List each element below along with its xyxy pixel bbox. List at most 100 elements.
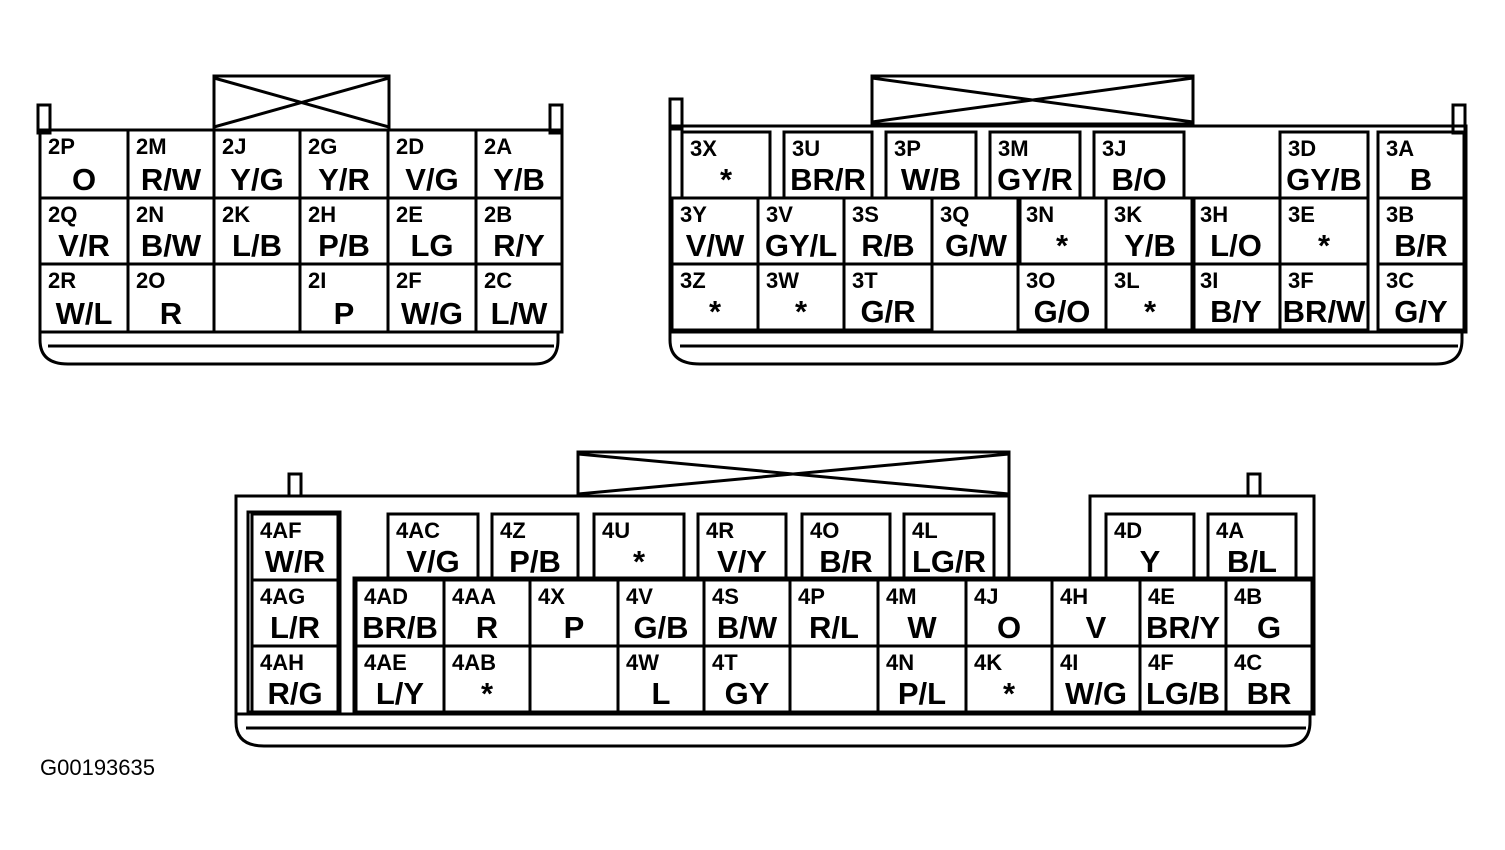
wire-color: GY/B xyxy=(1286,162,1362,197)
wire-color: P/L xyxy=(898,676,946,711)
wire-color: B/O xyxy=(1111,162,1166,197)
pin-cell: 3IB/Y xyxy=(1190,262,1282,332)
wire-color: LG/B xyxy=(1146,676,1220,711)
pin-cell: 2AY/B xyxy=(474,128,564,200)
wire-color: G xyxy=(1257,610,1281,645)
pin-id: 3H xyxy=(1200,202,1228,227)
pin-id: 3S xyxy=(852,202,879,227)
pin-cavity xyxy=(250,644,340,714)
pin-id: 2F xyxy=(396,268,422,293)
wire-color: B/R xyxy=(1394,228,1447,263)
pin-cell: 2BR/Y xyxy=(474,196,564,266)
pin-id: 2M xyxy=(136,134,167,159)
wire-color: R/W xyxy=(141,162,202,197)
pin-cell: 3Z* xyxy=(670,262,760,332)
pin-cell: 3N* xyxy=(1016,196,1108,266)
pin-id: 4AA xyxy=(452,584,496,609)
pin-id: 4M xyxy=(886,584,917,609)
wire-color: W/L xyxy=(56,296,113,331)
pin-cell: 4IW/G xyxy=(1050,644,1142,714)
wire-color: LG xyxy=(410,228,453,263)
wire-color: * xyxy=(481,676,494,711)
wire-color: B xyxy=(1410,162,1432,197)
pin-cell: 3CG/Y xyxy=(1376,262,1466,332)
pin-cell: 2NB/W xyxy=(126,196,216,266)
pin-id: 3A xyxy=(1386,136,1414,161)
pin-id: 4O xyxy=(810,518,839,543)
wire-color: W/G xyxy=(1065,676,1127,711)
wire-color: G/R xyxy=(860,294,915,329)
wire-color: L/W xyxy=(491,296,549,331)
pin-cell: 2HP/B xyxy=(298,196,390,266)
wire-color: B/L xyxy=(1227,544,1277,579)
pin-cell: 3W* xyxy=(756,262,846,332)
wire-color: R/G xyxy=(267,676,322,711)
pin-id: 4AB xyxy=(452,650,496,675)
pin-id: 4A xyxy=(1216,518,1244,543)
wire-color: R xyxy=(476,610,498,645)
pin-cell: 4BG xyxy=(1224,578,1314,648)
wire-color: V/R xyxy=(58,228,110,263)
pin-cavity xyxy=(442,644,532,714)
wire-color: W xyxy=(907,610,937,645)
pin-cell: 4NP/L xyxy=(876,644,968,714)
wire-color: O xyxy=(72,162,96,197)
pin-cell: 4JO xyxy=(964,578,1054,648)
pin-id: 2B xyxy=(484,202,512,227)
pin-id: 2Q xyxy=(48,202,77,227)
pin-cell: 2FW/G xyxy=(386,262,478,334)
pin-id: 4B xyxy=(1234,584,1262,609)
pin-cell: 3KY/B xyxy=(1104,196,1196,266)
pin-id: 2N xyxy=(136,202,164,227)
pin-cavity xyxy=(126,262,216,334)
pin-id: 4T xyxy=(712,650,738,675)
figure-id: G00193635 xyxy=(40,755,155,780)
pin-id: 3Y xyxy=(680,202,707,227)
pin-cell: 3X* xyxy=(680,130,772,200)
pin-id: 3T xyxy=(852,268,878,293)
pin-cell: 2GY/R xyxy=(298,128,390,200)
pin-cell: 4OB/R xyxy=(800,512,892,582)
pin-cell: 3SR/B xyxy=(842,196,934,266)
wire-color: * xyxy=(720,162,733,197)
wire-color: P xyxy=(334,296,355,331)
wire-color: * xyxy=(795,294,808,329)
pin-id: 3F xyxy=(1288,268,1314,293)
wire-color: R/L xyxy=(809,610,859,645)
pin-cell: 3L* xyxy=(1104,262,1196,332)
pin-id: 3D xyxy=(1288,136,1316,161)
pin-id: 3L xyxy=(1114,268,1140,293)
wire-color: V/W xyxy=(686,228,745,263)
pin-id: 4U xyxy=(602,518,630,543)
pin-cell: 3JB/O xyxy=(1092,130,1186,200)
pin-id: 2P xyxy=(48,134,75,159)
pin-id: 3M xyxy=(998,136,1029,161)
pin-cell: 4SB/W xyxy=(702,578,792,648)
wire-color: BR xyxy=(1247,676,1292,711)
pin-cell: 2KL/B xyxy=(212,196,302,266)
wire-color: BR/B xyxy=(362,610,438,645)
pin-cell: 4AB* xyxy=(442,644,532,714)
wire-color: R/B xyxy=(861,228,914,263)
pin-cavity xyxy=(1104,262,1196,332)
pin-id: 3Q xyxy=(940,202,969,227)
pin-cell: 4AB/L xyxy=(1206,512,1298,582)
wire-color: G/W xyxy=(945,228,1008,263)
wire-color: R xyxy=(160,296,182,331)
pin-id: 4AH xyxy=(260,650,304,675)
pin-id: 4AD xyxy=(364,584,408,609)
pin-id: 3E xyxy=(1288,202,1315,227)
pin-id: 2I xyxy=(308,268,326,293)
pin-cell: 4XP xyxy=(528,578,620,648)
wire-color: G/Y xyxy=(1394,294,1448,329)
pin-cell: 3BB/R xyxy=(1376,196,1466,266)
pin-id: 4R xyxy=(706,518,734,543)
